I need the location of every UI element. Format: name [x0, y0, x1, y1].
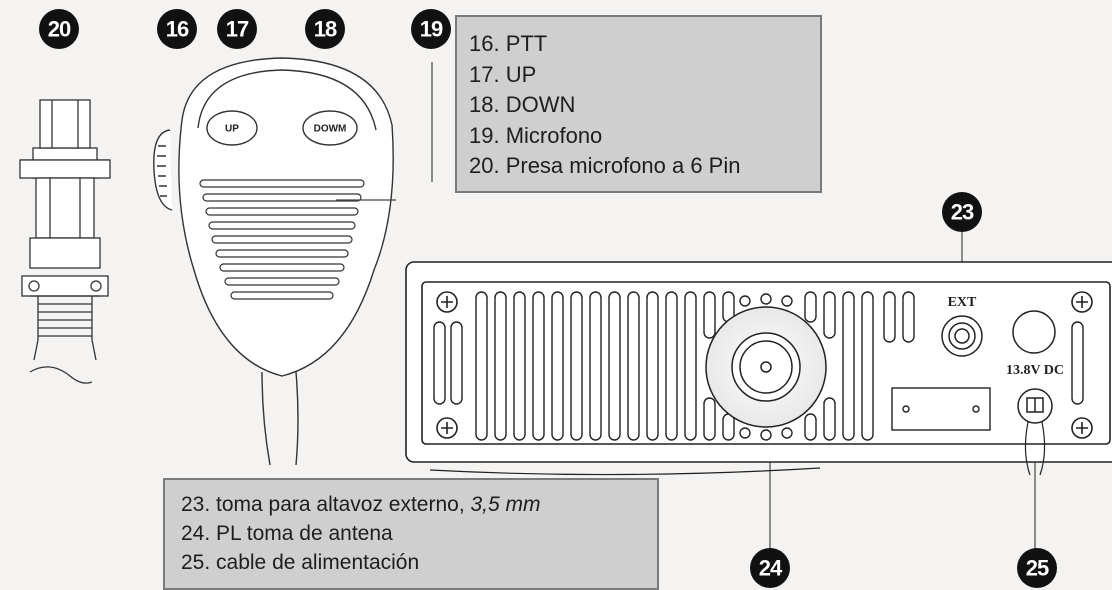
legend-item-presa: 20. Presa microfono a 6 Pin [469, 153, 741, 178]
antenna-socket [705, 306, 827, 428]
callout-24: 24 [750, 548, 790, 588]
svg-text:19: 19 [420, 17, 443, 42]
legend-radio-rear: 23. toma para altavoz externo, 3,5 mm 24… [163, 478, 659, 590]
legend-microphone: 16. PTT 17. UP 18. DOWN 19. Microfono 20… [455, 15, 822, 193]
hand-microphone [153, 57, 394, 466]
rear-plate [891, 387, 991, 431]
dc-power-socket [1017, 388, 1053, 476]
legend-item-ext-speaker: 23. toma para altavoz externo, 3,5 mm [181, 490, 657, 519]
legend-item-down: 18. DOWN [469, 92, 576, 117]
svg-text:18: 18 [314, 17, 337, 42]
ext-label: EXT [948, 295, 977, 310]
callout-23: 23 [942, 192, 982, 232]
callout-20: 20 [39, 9, 79, 49]
rear-round-cap [1012, 310, 1056, 354]
legend-item-ptt: 16. PTT [469, 31, 548, 56]
down-button-label: DOWM [314, 124, 347, 135]
svg-text:17: 17 [226, 17, 249, 42]
ext-speaker-jack [941, 315, 983, 357]
legend-item-microfono: 19. Microfono [469, 122, 603, 148]
dc-label: 13.8V DC [1006, 363, 1064, 378]
microphone-grille [199, 179, 365, 300]
callout-25: 25 [1017, 548, 1057, 588]
legend-item-power-cable: 25. cable de alimentación [181, 551, 420, 574]
mic-connector-plug [19, 99, 111, 384]
ptt-button-shape [153, 129, 173, 211]
legend-item-up: 17. UP [469, 61, 537, 87]
callout-17: 17 [217, 9, 257, 49]
callout-18: 18 [305, 9, 345, 49]
svg-text:20: 20 [48, 17, 71, 42]
svg-text:24: 24 [759, 556, 783, 581]
svg-text:23: 23 [951, 200, 974, 225]
up-button-label: UP [225, 124, 239, 135]
svg-text:16: 16 [166, 17, 189, 42]
legend-item-antenna: 24. PL toma de antena [181, 522, 393, 545]
legend-item-ext-speaker-text: 23. toma para altavoz externo, [181, 493, 471, 516]
callout-19: 19 [411, 9, 451, 49]
callout-16: 16 [157, 9, 197, 49]
svg-text:25: 25 [1026, 556, 1049, 581]
radio-vent-slots [433, 291, 1084, 441]
legend-item-ext-speaker-size: 3,5 mm [470, 493, 541, 516]
